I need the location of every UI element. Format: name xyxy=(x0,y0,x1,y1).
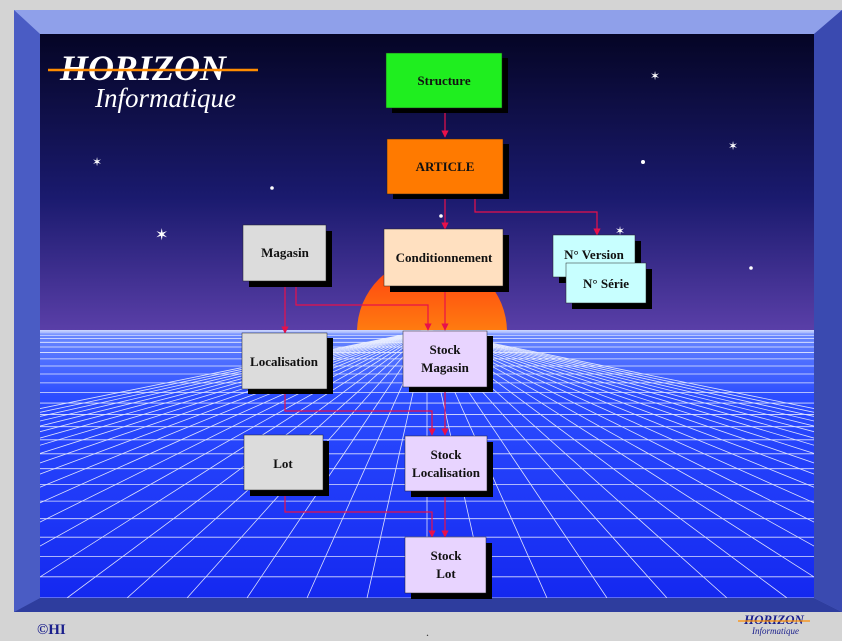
grid-line xyxy=(40,330,428,547)
grid-line xyxy=(40,330,428,417)
box-localisation-label: Localisation xyxy=(250,354,319,369)
star-icon: ✶ xyxy=(615,224,625,238)
grid-line xyxy=(40,330,428,422)
grid-line xyxy=(426,330,814,475)
box-stock-magasin-line2: Magasin xyxy=(421,360,469,375)
grid-line xyxy=(426,330,814,547)
grid-line xyxy=(40,330,428,523)
box-conditionnement[interactable]: Conditionnement xyxy=(383,228,509,292)
box-lot[interactable]: Lot xyxy=(243,434,329,496)
footer-logo-brand: HORIZON xyxy=(743,612,805,627)
grid-line xyxy=(426,330,814,439)
stars: ✶ ✶ ✶ ✶ ✶ xyxy=(92,69,753,270)
star-icon: ✶ xyxy=(728,139,738,153)
grid-line xyxy=(426,330,814,409)
box-structure[interactable]: Structure xyxy=(385,52,508,113)
box-structure-label: Structure xyxy=(417,73,470,88)
arrow-localisation-stock-localisation xyxy=(284,393,436,436)
frame-bevel-bottom xyxy=(14,598,842,612)
arrow-magasin-stock-magasin xyxy=(295,280,432,331)
frame-bevel-top xyxy=(14,10,842,34)
box-stock-localisation-line1: Stock xyxy=(430,447,462,462)
arrow-article-version xyxy=(474,195,601,236)
star-icon xyxy=(641,160,645,164)
box-article-label: ARTICLE xyxy=(416,159,475,174)
box-stock-localisation[interactable]: Stock Localisation xyxy=(404,435,493,497)
logo-subtitle: Informatique xyxy=(94,83,236,113)
box-stock-localisation-line2: Localisation xyxy=(412,465,481,480)
grid-line xyxy=(426,330,814,417)
star-icon: ✶ xyxy=(92,155,102,169)
box-lot-label: Lot xyxy=(273,456,293,471)
footer-logo: HORIZON Informatique xyxy=(738,612,810,636)
grid-line xyxy=(426,330,814,454)
box-article[interactable]: ARTICLE xyxy=(386,138,509,199)
box-localisation[interactable]: Localisation xyxy=(241,332,333,394)
box-stock-lot-line1: Stock xyxy=(430,548,462,563)
star-icon xyxy=(270,186,274,190)
grid-line xyxy=(426,330,814,488)
logo-brand: HORIZON xyxy=(59,48,228,88)
box-stock-lot[interactable]: Stock Lot xyxy=(404,536,492,599)
box-magasin-label: Magasin xyxy=(261,245,309,260)
box-serie-label: N° Série xyxy=(583,276,629,291)
box-version-label: N° Version xyxy=(564,247,625,262)
box-serie[interactable]: N° Série xyxy=(565,262,652,309)
grid-line xyxy=(246,330,428,598)
star-icon xyxy=(439,214,443,218)
box-stock-magasin-line1: Stock xyxy=(429,342,461,357)
footer-center-mark: . xyxy=(426,625,429,639)
box-conditionnement-label: Conditionnement xyxy=(396,250,493,265)
grid-line xyxy=(426,330,814,413)
footer-copyright: ©HI xyxy=(37,622,66,638)
grid-line xyxy=(40,330,428,578)
grid-line xyxy=(426,330,814,422)
frame-bevel-left xyxy=(14,10,40,612)
arrow-lot-stock-lot xyxy=(284,490,436,538)
box-magasin[interactable]: Magasin xyxy=(242,224,332,287)
star-icon: ✶ xyxy=(650,69,660,83)
box-stock-magasin[interactable]: Stock Magasin xyxy=(402,330,493,392)
box-stock-lot-line2: Lot xyxy=(436,566,456,581)
frame-bevel-right xyxy=(814,10,842,612)
horizon-logo: HORIZON Informatique xyxy=(48,48,258,113)
connectors xyxy=(281,111,601,538)
star-icon xyxy=(749,266,753,270)
grid-line xyxy=(40,330,428,409)
grid-line xyxy=(40,330,428,413)
grid-line xyxy=(426,330,814,464)
footer-logo-subtitle: Informatique xyxy=(751,626,799,636)
grid-line xyxy=(426,330,814,578)
grid-line xyxy=(426,330,814,433)
star-icon: ✶ xyxy=(155,227,168,244)
grid-line xyxy=(426,330,814,523)
grid-line xyxy=(426,330,814,427)
grid-line xyxy=(426,330,814,504)
grid-line xyxy=(426,330,814,446)
